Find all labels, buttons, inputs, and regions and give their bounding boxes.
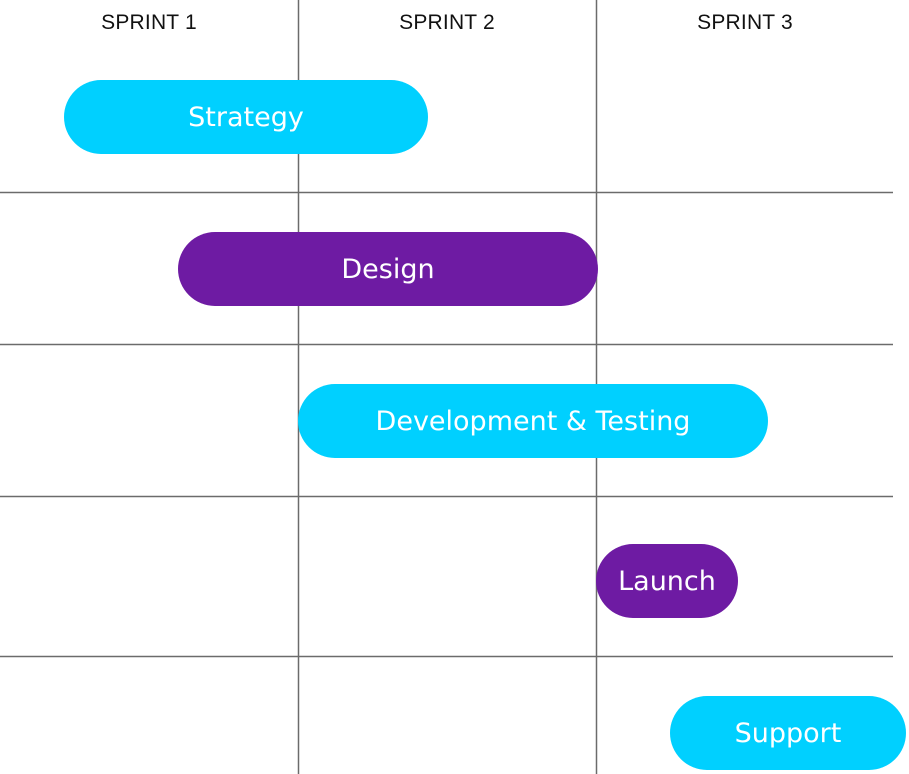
task-bar-support: Support bbox=[670, 696, 906, 770]
sprint-header-1: SPRINT 1 bbox=[101, 11, 197, 34]
task-bar-development-testing: Development & Testing bbox=[298, 384, 768, 458]
task-bar-design: Design bbox=[178, 232, 598, 306]
sprint-header-2: SPRINT 2 bbox=[399, 11, 495, 34]
task-bar-strategy: Strategy bbox=[64, 80, 428, 154]
task-bar-launch: Launch bbox=[596, 544, 738, 618]
sprint-header-3: SPRINT 3 bbox=[697, 11, 793, 34]
